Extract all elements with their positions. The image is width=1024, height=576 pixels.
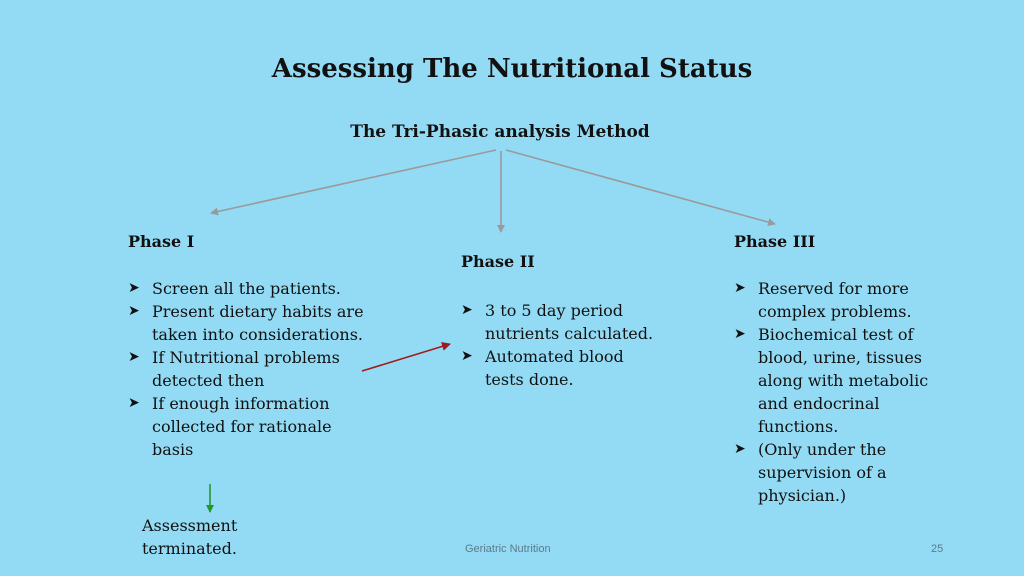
arrowhead-bullet-icon: ➤ — [128, 349, 140, 365]
list-item: ➤3 to 5 day period nutrients calculated. — [461, 301, 654, 343]
list-item: ➤Reserved for more complex problems. — [734, 279, 912, 321]
list-item: ➤Biochemical test of blood, urine, tissu… — [734, 325, 929, 436]
list-item: ➤If enough information collected for rat… — [128, 394, 332, 459]
phase-2-list: ➤3 to 5 day period nutrients calculated.… — [461, 299, 661, 391]
assessment-terminated-label: Assessment terminated. — [142, 516, 238, 558]
arrowhead-bullet-icon: ➤ — [734, 280, 746, 296]
phase-1-heading: Phase I — [128, 232, 195, 251]
arrowhead-bullet-icon: ➤ — [461, 348, 473, 364]
arrow-phase-1-to-phase-2 — [361, 342, 451, 372]
list-item: ➤(Only under the supervision of a physic… — [734, 440, 887, 505]
list-item: ➤Screen all the patients. — [128, 279, 341, 298]
list-item: ➤If Nutritional problems detected then — [128, 348, 340, 390]
arrowhead-bullet-icon: ➤ — [461, 302, 473, 318]
arrow-to-phase-3 — [505, 149, 776, 227]
footer-course-name: Geriatric Nutrition — [465, 543, 551, 555]
list-item: ➤Automated blood tests done. — [461, 347, 624, 389]
arrowhead-bullet-icon: ➤ — [734, 326, 746, 342]
arrowhead-bullet-icon: ➤ — [128, 303, 140, 319]
phase-1-list: ➤Screen all the patients. ➤Present dieta… — [128, 277, 368, 461]
arrowhead-bullet-icon: ➤ — [128, 395, 140, 411]
slide-title: Assessing The Nutritional Status — [271, 54, 753, 84]
arrow-to-phase-1 — [210, 149, 497, 216]
phase-3-list: ➤Reserved for more complex problems. ➤Bi… — [734, 277, 934, 507]
arrowhead-bullet-icon: ➤ — [128, 280, 140, 296]
list-item: ➤Present dietary habits are taken into c… — [128, 302, 364, 344]
phase-3-heading: Phase III — [734, 232, 816, 251]
arrowhead-bullet-icon: ➤ — [734, 441, 746, 457]
method-title: The Tri-Phasic analysis Method — [350, 122, 650, 142]
phase-2-heading: Phase II — [461, 252, 535, 271]
slide-number: 25 — [931, 543, 944, 555]
